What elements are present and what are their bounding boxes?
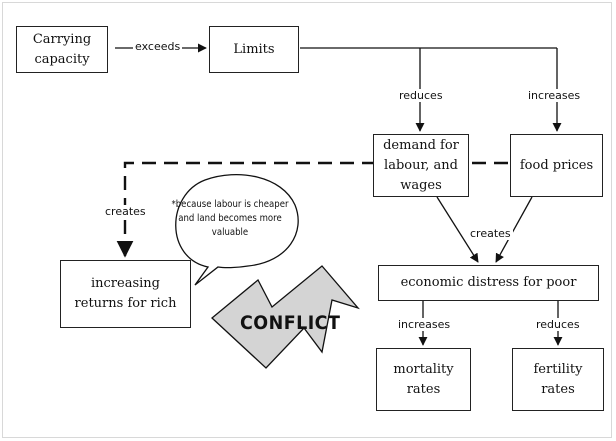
node-demand-labour-wages: demand for labour, and wages — [373, 134, 469, 197]
diagram-canvas — [2, 2, 612, 438]
note-text: *because labour is cheaper and land beco… — [171, 199, 289, 238]
edge-food-to-distress — [495, 196, 533, 263]
node-food-prices: food prices — [510, 134, 603, 197]
edge-demand-to-distress — [436, 196, 479, 263]
edge-label-reduces-top: reduces — [397, 89, 445, 102]
conflict-lightning-icon — [211, 265, 360, 369]
node-carrying-capacity: Carrying capacity — [16, 26, 108, 73]
edge-label-reduces-bottom: reduces — [534, 318, 582, 331]
node-fertility-rates: fertility rates — [512, 348, 604, 411]
note-bubble — [175, 174, 299, 286]
node-economic-distress: economic distress for poor — [378, 265, 599, 301]
conflict-label: CONFLICT — [240, 312, 341, 334]
edge-creates-left-dashed — [116, 161, 508, 258]
edge-label-creates-center: creates — [468, 227, 513, 240]
edge-label-creates-left: creates — [103, 205, 148, 218]
node-increasing-returns: increasing returns for rich — [60, 260, 191, 328]
node-limits: Limits — [209, 26, 299, 73]
node-mortality-rates: mortality rates — [376, 348, 471, 411]
edge-label-increases-top: increases — [526, 89, 583, 102]
edge-label-exceeds: exceeds — [133, 40, 183, 53]
edge-label-increases-bottom: increases — [396, 318, 453, 331]
